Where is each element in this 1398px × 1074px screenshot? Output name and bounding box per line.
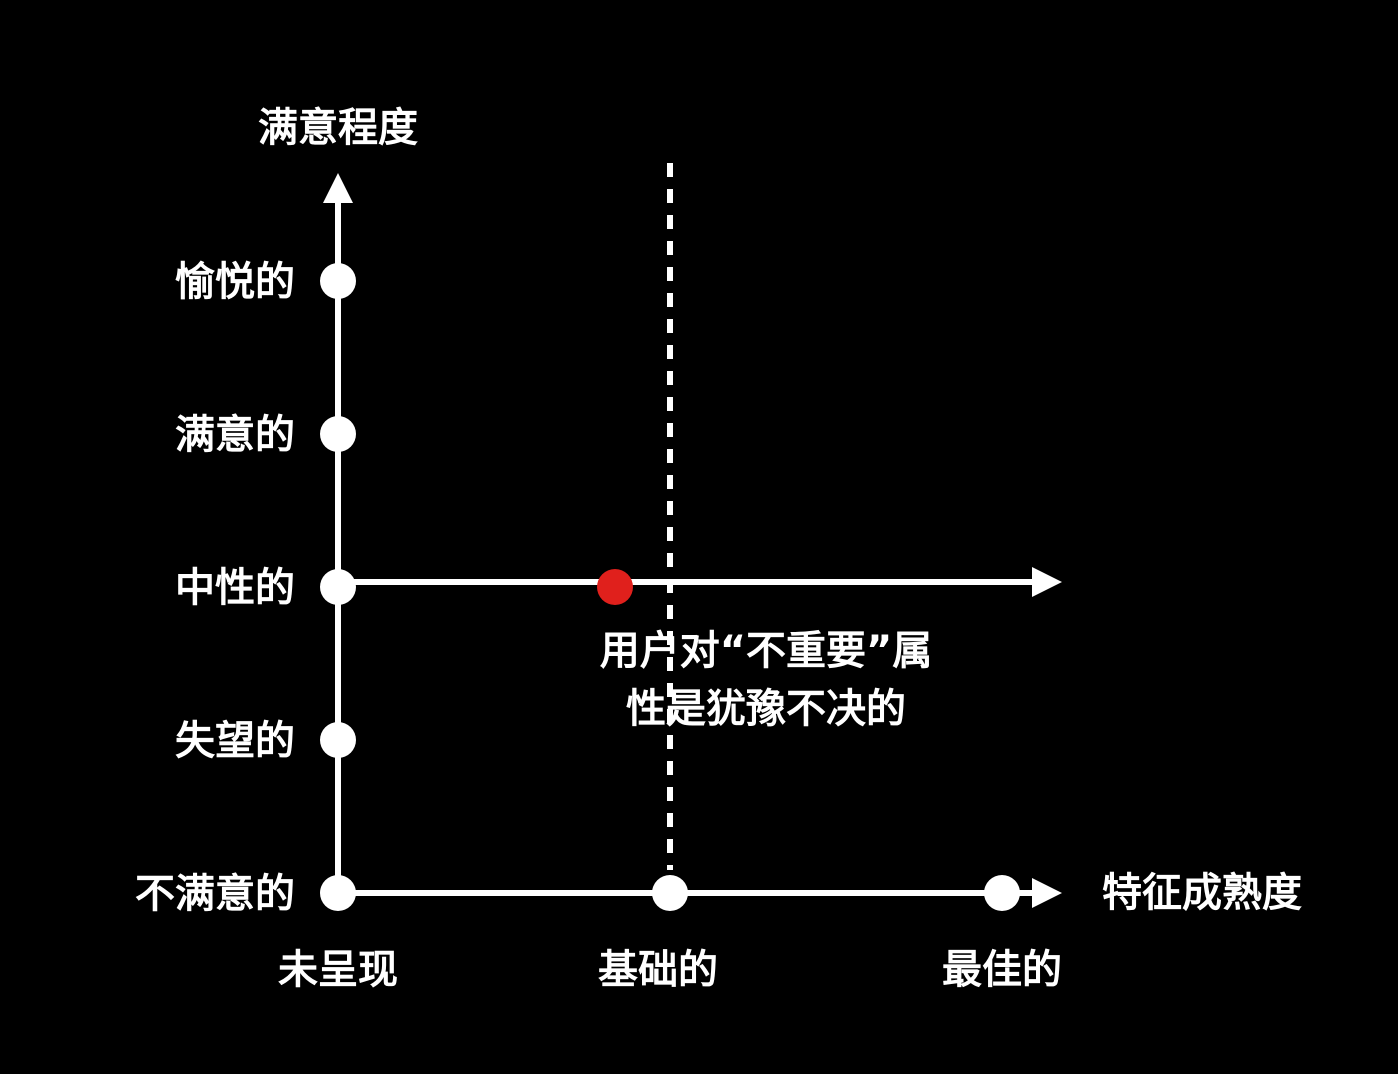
y-axis-arrowhead: [323, 173, 353, 203]
x-level-label-absent: 未呈现: [278, 947, 398, 993]
annotation-line-2: 性是犹豫不决的: [626, 686, 906, 732]
y-level-label-neutral: 中性的: [175, 565, 295, 611]
y-level-label-satisfied: 满意的: [175, 412, 295, 458]
y-level-marker-disappointed: [320, 722, 356, 758]
y-level-label-disappointed: 失望的: [175, 718, 295, 764]
annotation-line-1: 用户对“不重要”属: [600, 628, 933, 674]
indifferent-highlight-point: [597, 569, 633, 605]
x-level-marker-best: [984, 875, 1020, 911]
y-axis-title: 满意程度: [258, 105, 418, 151]
y-level-marker-satisfied: [320, 416, 356, 452]
x-level-label-best: 最佳的: [942, 947, 1062, 993]
x-axis-arrowhead: [1032, 878, 1062, 908]
x-level-label-basic: 基础的: [598, 947, 718, 993]
y-level-label-dissatisfied: 不满意的: [135, 871, 295, 917]
y-level-marker-delighted: [320, 263, 356, 299]
x-axis-title: 特征成熟度: [1102, 870, 1302, 916]
y-level-marker-neutral: [320, 569, 356, 605]
origin-marker: [320, 875, 356, 911]
y-level-label-delighted: 愉悦的: [175, 259, 295, 305]
indifferent-curve-arrowhead: [1032, 567, 1062, 597]
x-level-marker-basic: [652, 875, 688, 911]
